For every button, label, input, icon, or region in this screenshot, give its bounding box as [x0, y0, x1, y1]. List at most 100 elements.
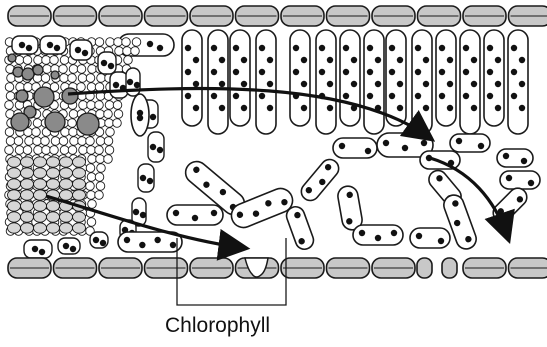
phloem-cell: [47, 157, 60, 167]
chloroplast: [192, 215, 198, 221]
small-cell: [105, 101, 114, 110]
phloem-cell: [34, 168, 47, 178]
phloem-cell: [21, 201, 34, 211]
chloroplast: [367, 69, 373, 75]
guard-cell: [417, 258, 432, 278]
chloroplast: [351, 57, 357, 63]
small-cell: [6, 92, 15, 101]
phloem-cell: [60, 168, 73, 178]
chloroplast: [511, 69, 517, 75]
phloem-cell: [8, 168, 21, 178]
chloroplast: [487, 93, 493, 99]
chloroplast: [421, 140, 427, 146]
chloroplast: [528, 180, 534, 186]
chloroplast: [511, 45, 517, 51]
chloroplast: [75, 47, 81, 53]
chloroplast: [327, 81, 333, 87]
chloroplast: [389, 69, 395, 75]
chloroplast: [389, 45, 395, 51]
chloroplast: [375, 57, 381, 63]
chloroplast: [415, 45, 421, 51]
small-cell: [87, 191, 96, 200]
phloem-cell: [21, 223, 34, 233]
small-cell: [86, 74, 95, 83]
chloroplast: [365, 148, 371, 154]
chloroplast: [82, 50, 88, 56]
chloroplast: [327, 105, 333, 111]
chloroplast: [478, 143, 484, 149]
xylem-cell: [22, 68, 34, 80]
small-cell: [97, 74, 106, 83]
chloroplast: [402, 145, 408, 151]
small-cell: [87, 83, 96, 92]
phloem-cell: [47, 168, 60, 178]
xylem-cell: [16, 90, 28, 102]
chloroplast: [219, 105, 225, 111]
chloroplast: [193, 105, 199, 111]
small-cell: [68, 74, 77, 83]
chloroplast: [54, 45, 60, 51]
chloroplast: [185, 45, 191, 51]
small-cell: [96, 155, 105, 164]
chloroplast: [137, 115, 143, 121]
phloem-cell: [73, 179, 86, 189]
chloroplast: [19, 42, 25, 48]
xylem-cell: [45, 112, 65, 132]
phloem-cell: [21, 179, 34, 189]
xylem-cell: [34, 87, 54, 107]
chloroplast: [463, 93, 469, 99]
chloroplast: [487, 45, 493, 51]
small-cell: [95, 101, 104, 110]
chloroplast: [185, 93, 191, 99]
chloroplast: [343, 45, 349, 51]
chloroplast: [193, 81, 199, 87]
chloroplast: [108, 63, 114, 69]
chloroplast: [487, 69, 493, 75]
phloem-cell: [8, 190, 21, 200]
phloem-cell: [8, 212, 21, 222]
small-cell: [15, 146, 24, 155]
small-cell: [95, 83, 104, 92]
small-cell: [41, 137, 50, 146]
chloroplast: [423, 57, 429, 63]
small-cell: [106, 128, 115, 137]
phloem-cell: [21, 212, 34, 222]
spongy-cell: [333, 138, 377, 158]
small-cell: [23, 146, 32, 155]
spongy-cell: [131, 94, 149, 136]
chloroplast: [415, 69, 421, 75]
chloroplast: [503, 153, 509, 159]
chloroplast: [63, 243, 69, 249]
chloroplast: [241, 105, 247, 111]
small-cell: [70, 137, 79, 146]
chloroplast: [463, 45, 469, 51]
chloroplast: [339, 143, 345, 149]
phloem-cell: [34, 190, 47, 200]
palisade-cell: [484, 30, 504, 126]
small-cell: [132, 38, 141, 47]
chloroplast: [301, 105, 307, 111]
phloem-cell: [47, 179, 60, 189]
chloroplast: [154, 237, 160, 243]
small-cell: [25, 137, 34, 146]
small-cell: [115, 47, 124, 56]
chloroplast: [241, 57, 247, 63]
chloroplast: [150, 114, 156, 120]
small-cell: [88, 155, 97, 164]
chloroplast: [519, 57, 525, 63]
chloroplast: [351, 81, 357, 87]
small-cell: [41, 74, 50, 83]
spongy-cell: [284, 204, 316, 252]
small-cell: [33, 119, 42, 128]
small-cell: [5, 146, 14, 155]
small-cell: [5, 101, 14, 110]
chloroplast: [267, 105, 273, 111]
small-cell: [86, 182, 95, 191]
small-cell: [95, 38, 104, 47]
small-cell: [69, 110, 78, 119]
chloroplast: [185, 69, 191, 75]
palisade-cell: [316, 30, 336, 134]
chloroplast: [32, 246, 38, 252]
chloroplast: [521, 158, 527, 164]
chloroplast: [471, 105, 477, 111]
